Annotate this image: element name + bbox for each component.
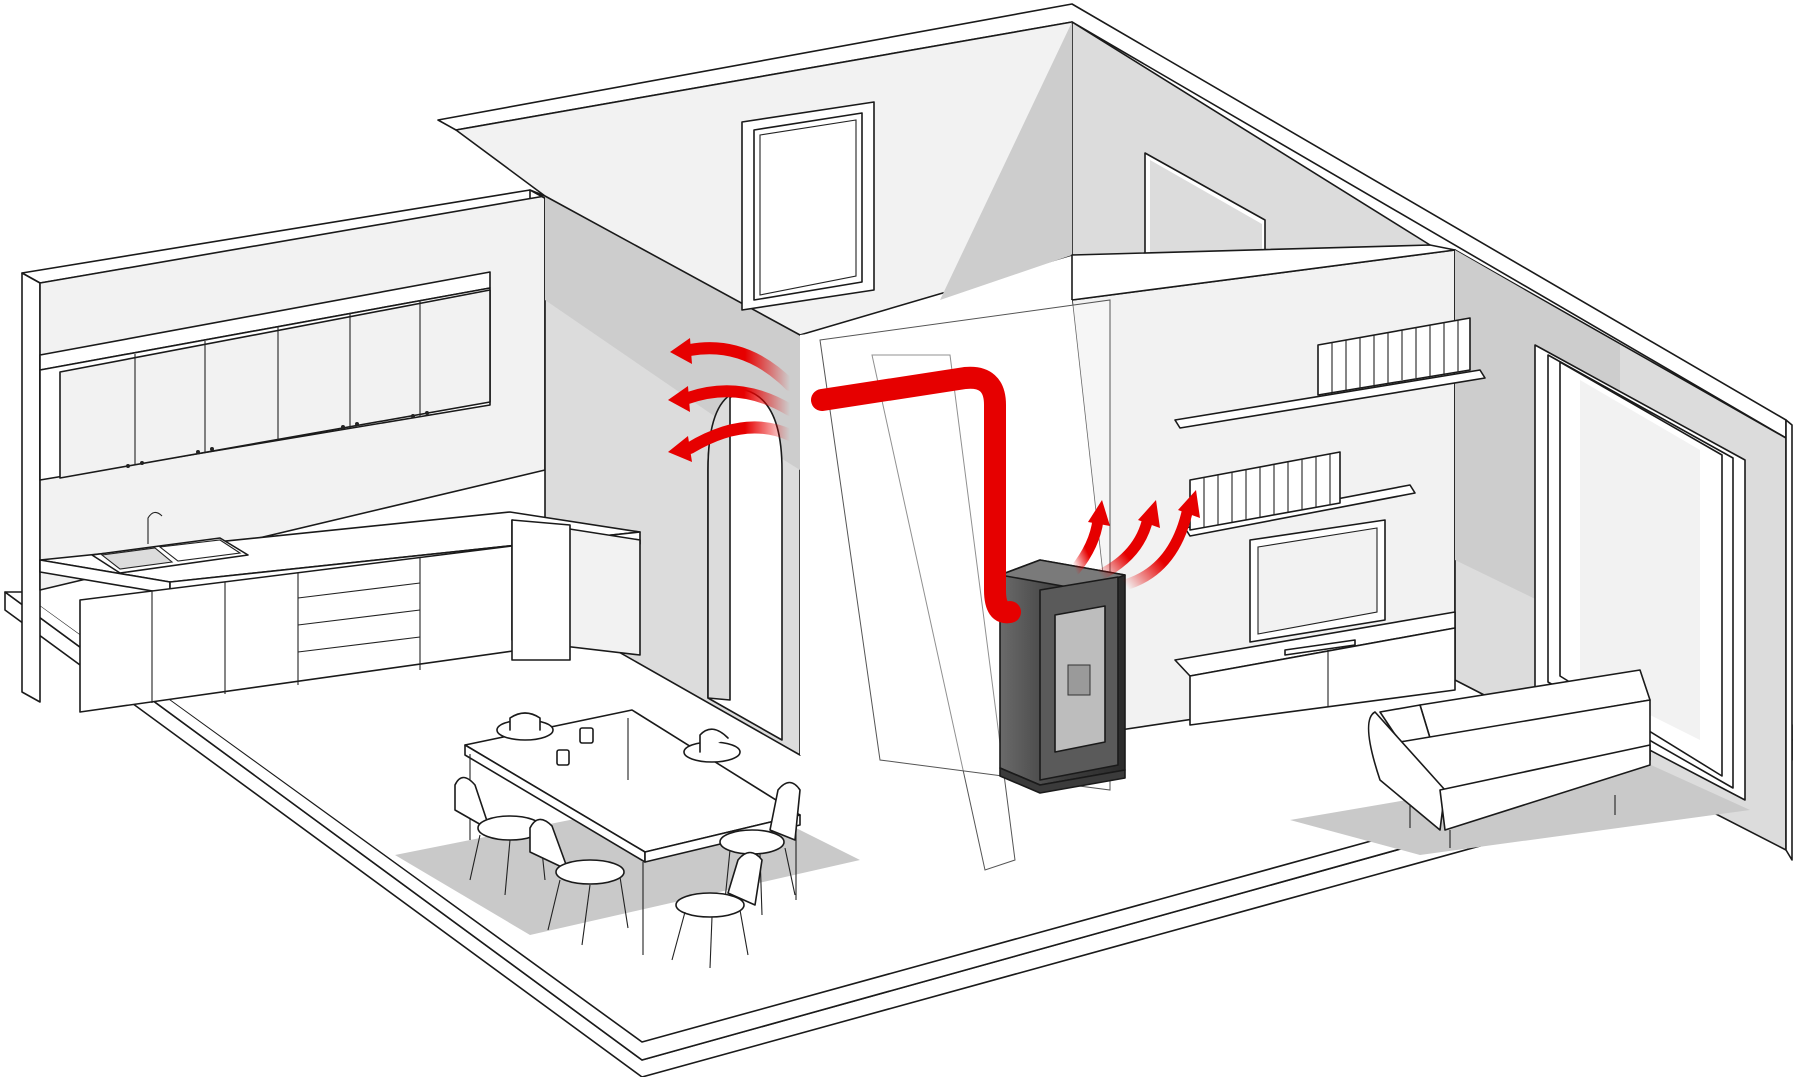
heat-duct	[811, 366, 1021, 624]
warm-air-arrows-kitchen	[668, 338, 796, 462]
pellet-stove	[999, 559, 1126, 794]
dining-chair	[496, 712, 554, 741]
dining-chair	[683, 728, 741, 763]
kitchen-counter	[39, 511, 641, 713]
arched-doorway	[707, 389, 783, 741]
dining-chair	[719, 781, 801, 916]
dining-chair	[529, 818, 629, 946]
books-upper-shelf	[1317, 317, 1471, 396]
television	[1249, 519, 1386, 656]
warm-air-arrows-living-room	[1069, 490, 1200, 591]
kitchen-wall-cabinets	[39, 271, 491, 481]
tv-unit	[1174, 519, 1456, 726]
kitchen-sink	[91, 511, 249, 574]
dining-chair	[671, 851, 763, 969]
sofa	[1290, 669, 1750, 855]
dining-area	[395, 709, 860, 969]
wall-shelves	[1174, 317, 1486, 537]
hallway-window	[741, 101, 875, 311]
